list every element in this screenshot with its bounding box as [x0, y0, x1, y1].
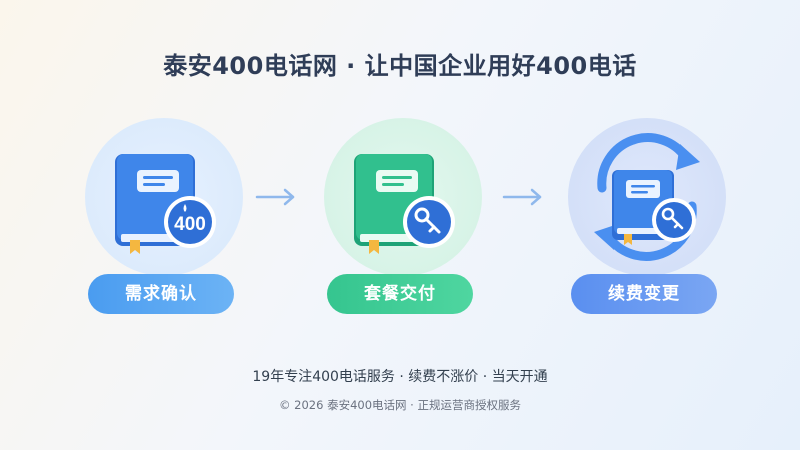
badge-400-text: 400 — [174, 214, 206, 235]
arrow-right-icon — [502, 188, 542, 206]
tagline: 19年专注400电话服务 · 续费不涨价 · 当天开通 — [252, 369, 548, 385]
copyright: © 2026 泰安400电话网 · 正规运营商授权服务 — [279, 398, 521, 412]
step-label-renewal: 续费变更 — [571, 274, 717, 314]
step-package-delivery: 套餐交付 — [319, 118, 489, 318]
book-400-icon: 400 — [115, 154, 216, 254]
step-renewal-change: 续费变更 — [563, 118, 733, 318]
step-label-requirement: 需求确认 — [88, 274, 234, 314]
page-title: 泰安400电话网 · 让中国企业用好400电话 — [163, 52, 637, 80]
arrow-right-icon — [255, 188, 295, 206]
book-renew-icon — [594, 133, 700, 261]
book-key-icon — [354, 154, 455, 254]
step-requirement-confirm: 400 需求确认 — [80, 118, 250, 318]
step-label-package: 套餐交付 — [327, 274, 473, 314]
